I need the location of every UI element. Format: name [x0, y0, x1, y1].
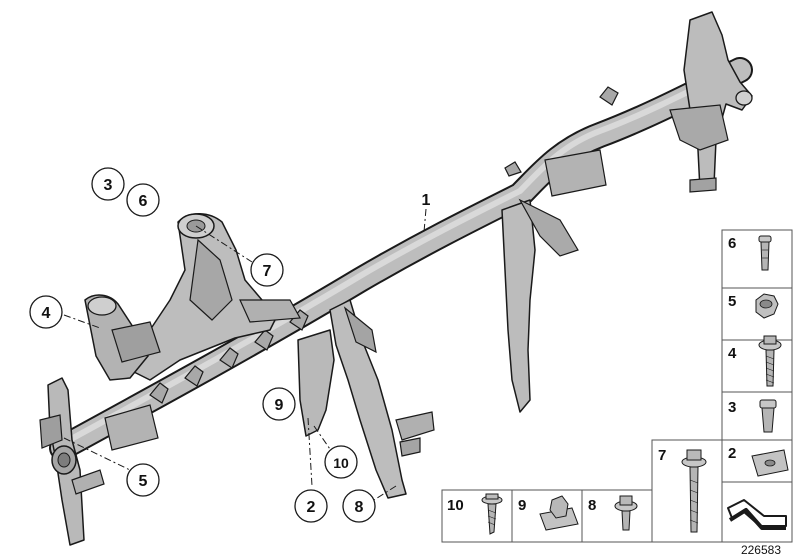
callout-5-label: 5 [139, 473, 148, 490]
callout-5: 5 [126, 463, 160, 497]
legend-item-10: 10 [447, 493, 503, 535]
callout-4-label: 4 [42, 305, 51, 322]
callout-7: 7 [250, 253, 284, 287]
flange-bolt-icon [758, 335, 782, 387]
callout-6-label: 6 [139, 193, 148, 210]
callout-3: 3 [91, 167, 125, 201]
reference-number: 226583 [741, 543, 781, 557]
legend-item-4: 4 [728, 335, 782, 387]
generic-part-symbol-icon [727, 499, 787, 530]
callout-4: 4 [29, 295, 63, 329]
rivet-nut-icon [758, 235, 772, 271]
callout-8-label: 8 [355, 499, 364, 516]
left-end-bracket [39, 377, 159, 546]
long-bolt-icon [681, 449, 707, 533]
callout-9-label: 9 [275, 397, 284, 414]
legend-label-6: 6 [728, 235, 736, 252]
callout-2: 2 [294, 489, 328, 523]
legend-item-8: 8 [588, 495, 638, 531]
legend-item-2: 2 [728, 445, 789, 477]
callout-6: 6 [126, 183, 160, 217]
legend-label-4: 4 [728, 345, 737, 362]
right-end-bracket [669, 11, 753, 193]
legend-label-8: 8 [588, 497, 596, 514]
legend-label-3: 3 [728, 399, 736, 416]
clip-nut-icon [751, 449, 789, 477]
legend-item-6: 6 [728, 235, 772, 271]
legend-label-2: 2 [728, 445, 736, 462]
flange-clip-nut-icon [539, 495, 579, 531]
callout-10: 10 [324, 445, 358, 479]
callout-9: 9 [262, 387, 296, 421]
hex-nut-icon [755, 293, 779, 319]
legend-label-7: 7 [658, 447, 666, 464]
legend-item-3: 3 [728, 399, 777, 433]
callout-10-label: 10 [333, 455, 349, 471]
cross-member-tube [49, 57, 753, 461]
right-center-strut [501, 149, 607, 413]
left-steering-bracket [84, 213, 301, 381]
legend-label-9: 9 [518, 497, 526, 514]
callout-2-label: 2 [307, 499, 316, 516]
leader-lines [63, 208, 427, 501]
callout-3-label: 3 [104, 177, 113, 194]
short-bolt-icon [614, 495, 638, 531]
legend-label-5-visible: 5 [728, 293, 736, 310]
sleeve-nut-icon [759, 399, 777, 433]
callout-1: 1 [422, 192, 431, 209]
callout-8: 8 [342, 489, 376, 523]
legend-cell-7-frame [441, 439, 793, 543]
legend-item-9: 9 [518, 495, 579, 531]
center-support-struts [297, 299, 435, 499]
legend-label-10: 10 [447, 497, 464, 514]
washer-screw-icon [481, 493, 503, 535]
callout-7-label: 7 [263, 263, 272, 280]
legend-item-7: 7 [658, 447, 707, 533]
legend-item-5-row: 5 [728, 293, 779, 319]
